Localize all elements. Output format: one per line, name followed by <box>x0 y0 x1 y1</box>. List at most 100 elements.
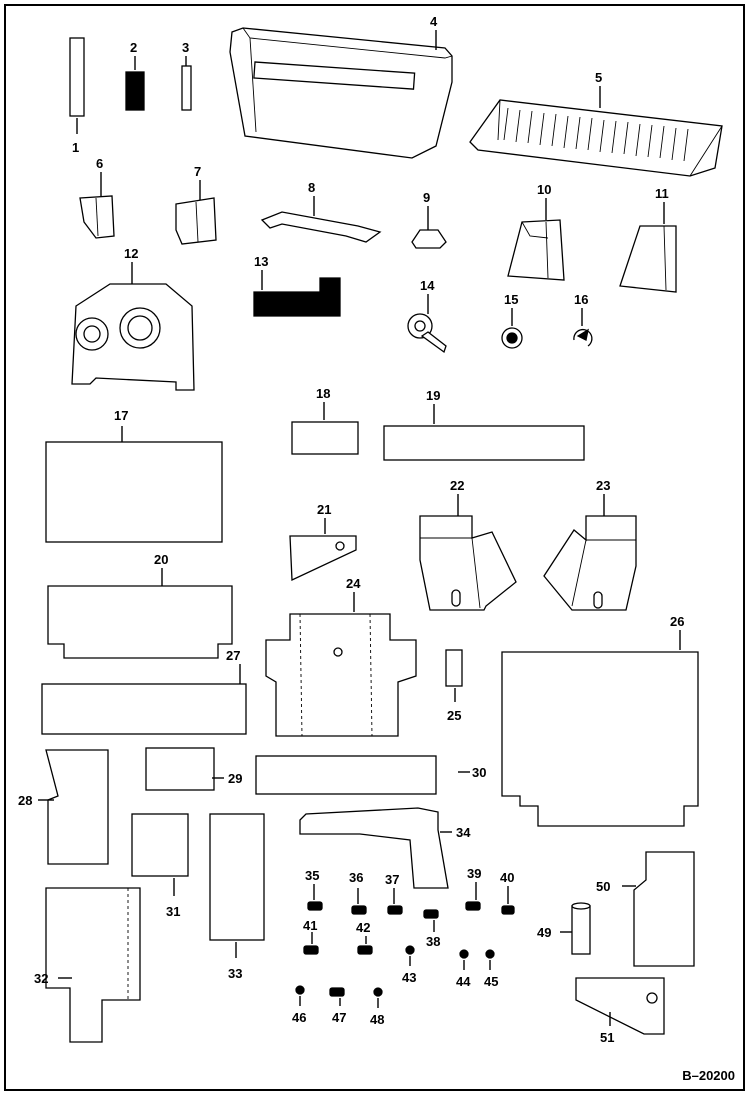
part-23 <box>543 494 637 611</box>
part-41 <box>303 932 319 955</box>
callout-50: 50 <box>596 879 610 894</box>
callout-15: 15 <box>504 292 518 307</box>
callout-3: 3 <box>182 40 189 55</box>
part-19 <box>383 404 585 461</box>
callout-28: 28 <box>18 793 32 808</box>
callout-14: 14 <box>420 278 435 293</box>
callout-11: 11 <box>655 186 669 201</box>
part-3 <box>181 56 192 111</box>
part-25 <box>445 649 463 702</box>
part-46 <box>295 985 305 1006</box>
part-13 <box>253 270 341 317</box>
callout-41: 41 <box>303 918 317 933</box>
part-26 <box>501 630 699 827</box>
callout-20: 20 <box>154 552 168 567</box>
callout-9: 9 <box>423 190 430 205</box>
callout-7: 7 <box>194 164 201 179</box>
callout-51: 51 <box>600 1030 614 1045</box>
callout-4: 4 <box>430 14 438 29</box>
part-30 <box>255 755 470 795</box>
callout-16: 16 <box>574 292 588 307</box>
part-37 <box>387 888 403 915</box>
part-35 <box>307 884 323 911</box>
part-8 <box>260 196 382 243</box>
part-20 <box>47 568 233 659</box>
part-45 <box>485 949 495 970</box>
callout-45: 45 <box>484 974 498 989</box>
callout-12: 12 <box>124 246 138 261</box>
callout-26: 26 <box>670 614 684 629</box>
part-15 <box>501 308 523 349</box>
callout-40: 40 <box>500 870 514 885</box>
callout-2: 2 <box>130 40 137 55</box>
callout-24: 24 <box>346 576 361 591</box>
callout-8: 8 <box>308 180 315 195</box>
part-40 <box>501 886 515 915</box>
callout-23: 23 <box>596 478 610 493</box>
part-49 <box>560 902 591 955</box>
callout-32: 32 <box>34 971 48 986</box>
callout-5: 5 <box>595 70 602 85</box>
part-44 <box>459 949 469 970</box>
part-24 <box>265 592 417 737</box>
callout-35: 35 <box>305 868 319 883</box>
part-48 <box>373 987 383 1008</box>
part-1 <box>69 37 85 134</box>
callout-42: 42 <box>356 920 370 935</box>
callout-labels: 1 2 3 4 5 6 7 8 9 10 11 12 13 14 15 16 1… <box>18 14 684 1045</box>
callout-44: 44 <box>456 974 471 989</box>
part-22 <box>419 494 517 611</box>
part-51 <box>575 977 665 1035</box>
part-5 <box>469 86 723 177</box>
callout-19: 19 <box>426 388 440 403</box>
callout-33: 33 <box>228 966 242 981</box>
callout-13: 13 <box>254 254 268 269</box>
callout-1: 1 <box>72 140 79 155</box>
part-34 <box>299 807 452 889</box>
callout-38: 38 <box>426 934 440 949</box>
part-11 <box>619 202 677 293</box>
callout-18: 18 <box>316 386 330 401</box>
callout-27: 27 <box>226 648 240 663</box>
part-39 <box>465 882 481 911</box>
part-7 <box>175 180 217 245</box>
callout-30: 30 <box>472 765 486 780</box>
drawing-number: B–20200 <box>682 1068 735 1083</box>
part-29 <box>145 747 224 791</box>
callout-29: 29 <box>228 771 242 786</box>
part-21 <box>289 518 357 582</box>
part-36 <box>351 888 367 915</box>
callout-46: 46 <box>292 1010 306 1025</box>
callout-49: 49 <box>537 925 551 940</box>
callout-17: 17 <box>114 408 128 423</box>
part-42 <box>357 936 373 955</box>
part-47 <box>329 987 345 1006</box>
callout-34: 34 <box>456 825 471 840</box>
part-4 <box>229 27 453 159</box>
part-6 <box>79 172 115 239</box>
part-14 <box>407 294 447 354</box>
callout-36: 36 <box>349 870 363 885</box>
part-18 <box>291 402 359 455</box>
callout-31: 31 <box>166 904 180 919</box>
callout-25: 25 <box>447 708 461 723</box>
part-12 <box>71 262 195 391</box>
part-27 <box>41 664 247 735</box>
callout-39: 39 <box>467 866 481 881</box>
callout-43: 43 <box>402 970 416 985</box>
callout-47: 47 <box>332 1010 346 1025</box>
part-2 <box>125 56 145 111</box>
part-31 <box>131 813 189 896</box>
callout-37: 37 <box>385 872 399 887</box>
part-38 <box>423 909 439 932</box>
callout-22: 22 <box>450 478 464 493</box>
part-33 <box>209 813 265 958</box>
part-50 <box>622 851 695 967</box>
part-9 <box>411 206 447 249</box>
part-17 <box>45 426 223 543</box>
callout-6: 6 <box>96 156 103 171</box>
callout-48: 48 <box>370 1012 384 1027</box>
part-16 <box>573 308 593 347</box>
part-43 <box>405 945 415 966</box>
